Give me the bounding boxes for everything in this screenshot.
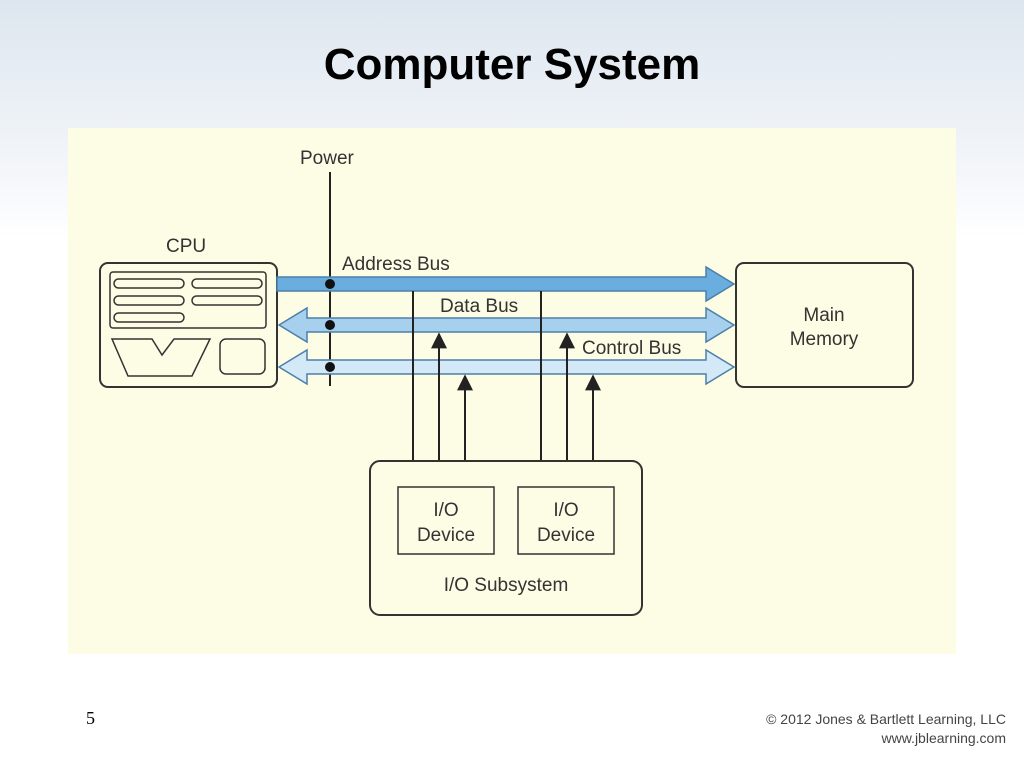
main-memory-box: [735, 262, 914, 388]
memory-label-line1: Main: [803, 305, 844, 326]
slide-title: Computer System: [323, 40, 701, 89]
io-device-2-box: [517, 486, 615, 555]
publisher-website: www.jblearning.com: [881, 730, 1007, 746]
power-label: Power: [300, 148, 355, 169]
copyright-line: © 2012 Jones & Bartlett Learning, LLC: [766, 711, 1006, 727]
control-bus-label: Control Bus: [582, 338, 681, 359]
io-device-2-label-line2: Device: [537, 525, 595, 546]
power-junction-data: [325, 320, 335, 330]
address-bus-label: Address Bus: [342, 254, 450, 275]
copyright-notice: © 2012 Jones & Bartlett Learning, LLC ww…: [766, 710, 1006, 748]
control-bus-arrow: [277, 348, 736, 386]
data-bus-label: Data Bus: [440, 296, 518, 317]
page-number: 5: [86, 708, 95, 728]
data-bus-arrow: [277, 306, 736, 344]
io-device-1-box: [397, 486, 495, 555]
io-subsystem-label: I/O Subsystem: [444, 575, 569, 596]
computer-system-diagram: Power CPU Main Memory Address Bus Data B…: [68, 128, 956, 654]
io-device-1-label-line2: Device: [417, 525, 475, 546]
power-junction-address: [325, 279, 335, 289]
io-device-1-label-line1: I/O: [433, 500, 458, 521]
io-device-2-label-line1: I/O: [553, 500, 578, 521]
cpu-box: [99, 262, 278, 388]
memory-label-line2: Memory: [790, 329, 859, 350]
cpu-label: CPU: [166, 236, 206, 257]
address-bus-arrow: [276, 265, 736, 303]
power-junction-control: [325, 362, 335, 372]
